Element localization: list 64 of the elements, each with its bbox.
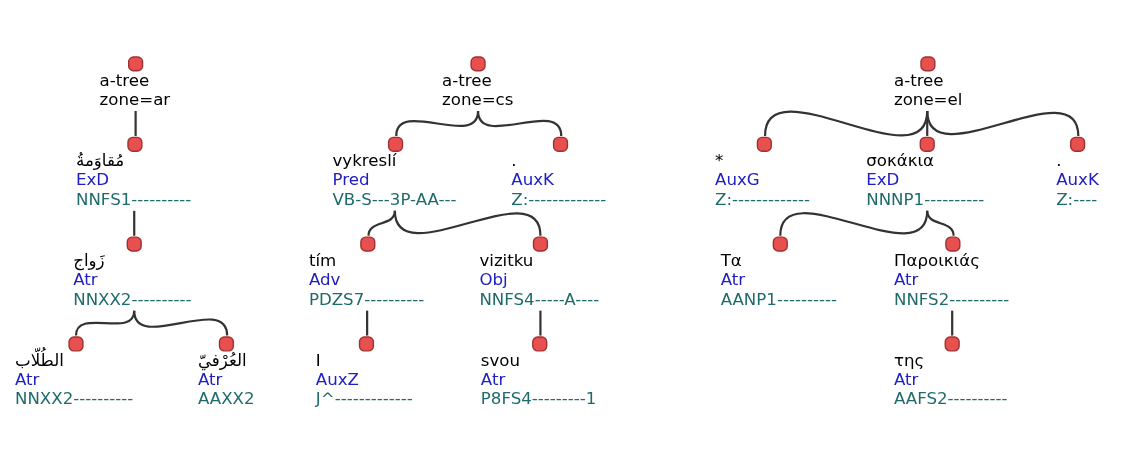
node-label: a-tree [99,69,150,89]
node-label: NNFS4-----A---- [479,289,600,309]
connector [763,110,929,136]
node-label: NNFS2---------- [893,289,1010,309]
connector [366,310,369,336]
node-label: vykreslí [332,150,397,170]
node-label: AAXX2 [198,388,255,408]
connector [476,110,563,136]
node-label: AuxZ [315,369,359,389]
connector [951,310,954,336]
node-label: AANP1---------- [720,289,837,309]
node-label: P8FS4---------1 [480,388,597,408]
node-label: . [1056,150,1062,170]
node-label: Atr [893,269,919,289]
node-label: I [315,350,321,370]
node-label: σοκάκια [866,150,935,170]
node-label: Obj [479,269,508,289]
node-label: Adv [308,269,341,289]
node-label: مُقاوَمةُ [76,150,125,170]
node-label: a-tree [893,69,944,89]
node-label: AuxG [715,169,760,189]
node-label: J^------------- [315,388,413,408]
node-label: زَواج [73,250,105,270]
connector [393,210,542,236]
node-label: * [715,150,724,170]
node-label: της [893,350,925,370]
node-label: a-tree [442,69,492,89]
node-label: Atr [893,369,919,389]
node-label: AAFS2---------- [893,388,1008,408]
node-label: ExD [866,169,900,189]
node-label: VB-S---3P-AA--- [332,189,457,209]
node-label: Pred [332,169,370,189]
connector [779,210,929,236]
node-label: NNFS1---------- [76,189,192,209]
connector [926,210,955,236]
node-label: Atr [15,369,40,389]
connector [133,309,229,336]
node-label: Atr [480,369,506,389]
node-label: Atr [720,269,746,289]
node-label: PDZS7---------- [308,289,425,309]
node-label: zone=cs [442,89,514,109]
node-label: AuxK [511,169,554,189]
connector [133,210,136,236]
node-label: vizitku [479,250,534,270]
node-label: zone=ar [99,89,171,109]
node-label: tím [308,250,337,270]
connector [926,110,1080,136]
connector [367,210,396,236]
node-label: العُرْفيّ [198,350,247,370]
node-label: NNXX2---------- [73,289,192,309]
node-label: Z:------------- [715,189,811,209]
node-label: Z:------------- [511,189,607,209]
node-label: svou [480,350,521,370]
node-label: NNXX2---------- [15,388,134,408]
node-label: Τα [720,250,742,270]
node-label: AuxK [1056,169,1099,189]
node-label: ExD [76,169,110,189]
node-label: Παροικιάς [893,250,980,270]
node-label: zone=el [893,89,963,109]
connector [134,110,137,136]
node-label: NNNP1---------- [866,189,985,209]
node-label: . [511,150,517,170]
node-label: Z:---- [1056,189,1098,209]
connector [539,310,542,336]
